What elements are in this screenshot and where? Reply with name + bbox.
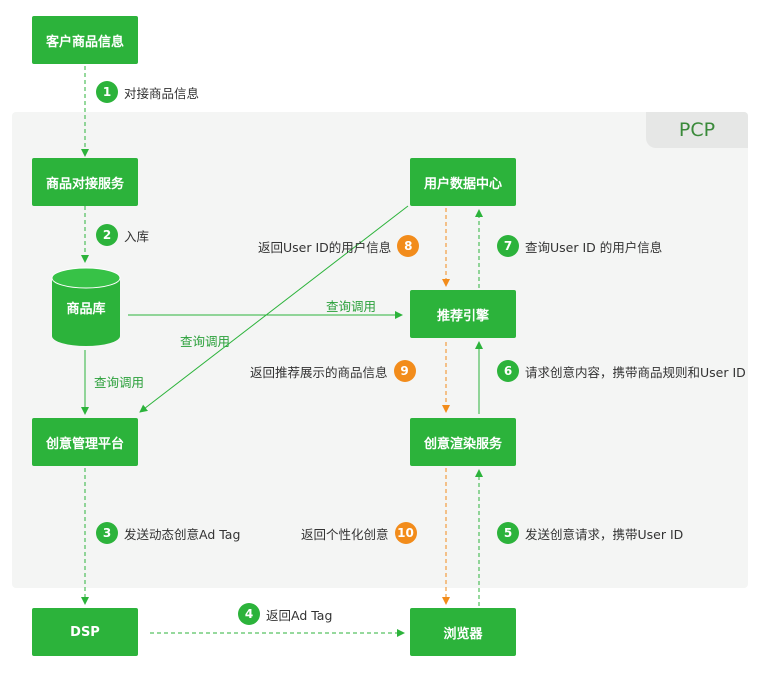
step-number-badge: 5 (497, 522, 519, 544)
node-user-data-center: 用户数据中心 (410, 158, 516, 206)
step-number-badge: 3 (96, 522, 118, 544)
step-number-badge: 9 (393, 360, 416, 382)
step-number-badge: 7 (497, 235, 519, 257)
step-number-badge: 8 (397, 235, 420, 257)
step-text: 返回个性化创意 (301, 526, 389, 542)
step-7: 7 查询User ID 的用户信息 (497, 235, 662, 257)
step-10: 10 返回个性化创意 (301, 522, 417, 544)
step-9: 9 返回推荐展示的商品信息 (250, 360, 416, 382)
step-text: 发送创意请求，携带User ID (525, 526, 684, 542)
node-goods-db: 商品库 (66, 302, 106, 317)
step-number-badge: 10 (394, 522, 417, 544)
step-text: 入库 (124, 228, 150, 244)
step-8: 8 返回User ID的用户信息 (258, 235, 420, 257)
step-text: 请求创意内容，携带商品规则和User ID (525, 364, 746, 380)
edge-label-db-to-platform: 查询调用 (94, 375, 145, 390)
step-text: 返回User ID的用户信息 (258, 239, 392, 255)
step-5: 5 发送创意请求，携带User ID (497, 522, 683, 544)
step-1: 1 对接商品信息 (96, 81, 199, 103)
node-recommend-engine: 推荐引擎 (410, 290, 516, 338)
goods-db-cylinder (51, 267, 121, 346)
step-4: 4 返回Ad Tag (238, 603, 332, 625)
edge-center-to-platform (139, 205, 409, 413)
step-2: 2 入库 (96, 224, 149, 246)
edge-label-db-to-engine: 查询调用 (326, 299, 377, 314)
step-number-badge: 2 (96, 224, 118, 246)
node-creative-render-service: 创意渲染服务 (410, 418, 516, 466)
step-text: 对接商品信息 (124, 85, 200, 101)
node-browser: 浏览器 (410, 608, 516, 656)
step-text: 返回推荐展示的商品信息 (250, 364, 388, 380)
edge-label-center-to-platform: 查询调用 (180, 334, 231, 349)
node-customer-goods-info: 客户商品信息 (32, 16, 138, 64)
node-creative-mgmt-platform: 创意管理平台 (32, 418, 138, 466)
step-number-badge: 1 (96, 81, 118, 103)
step-text: 返回Ad Tag (266, 607, 333, 623)
node-dsp: DSP (32, 608, 138, 656)
pcp-label: PCP (646, 112, 748, 148)
step-6: 6 请求创意内容，携带商品规则和User ID (497, 360, 746, 382)
step-text: 发送动态创意Ad Tag (124, 526, 241, 542)
step-3: 3 发送动态创意Ad Tag (96, 522, 240, 544)
step-number-badge: 4 (238, 603, 260, 625)
step-number-badge: 6 (497, 360, 519, 382)
step-text: 查询User ID 的用户信息 (525, 239, 663, 255)
node-goods-integration-service: 商品对接服务 (32, 158, 138, 206)
